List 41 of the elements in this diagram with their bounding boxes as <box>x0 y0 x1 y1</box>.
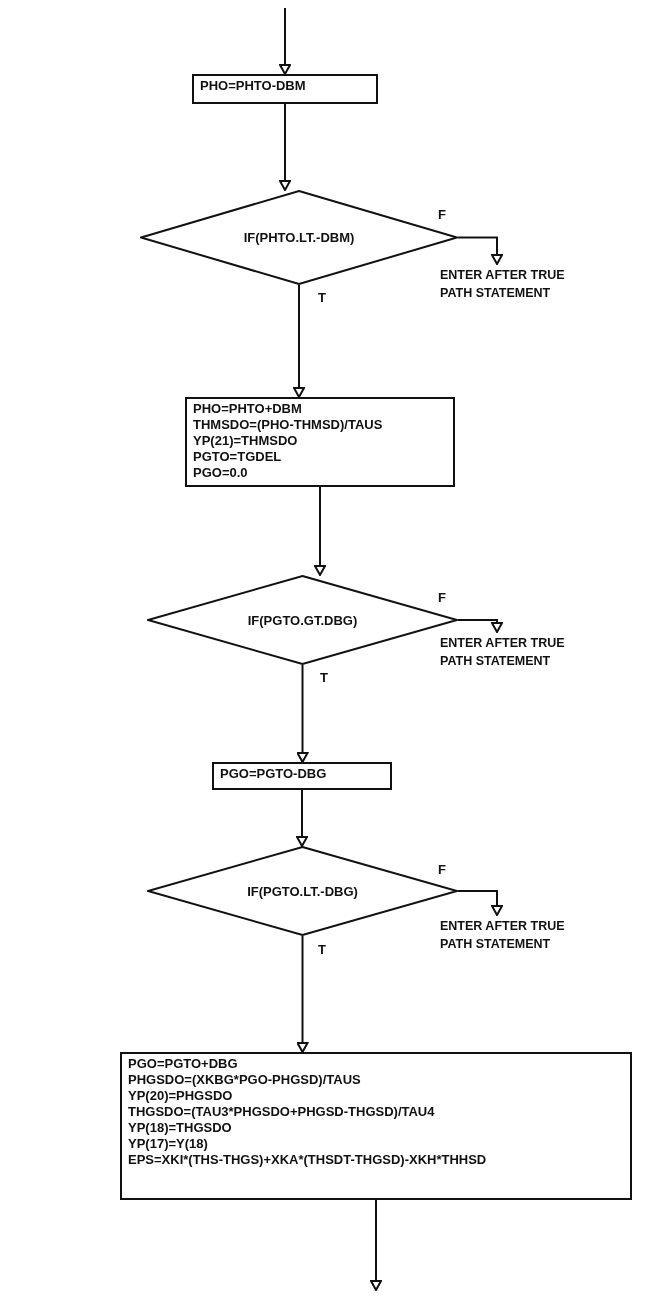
condition-text: IF(PGTO.LT.-DBG) <box>247 883 358 899</box>
edge-label: T <box>318 670 330 685</box>
edge-label: F <box>436 207 448 222</box>
condition-text: IF(PGTO.GT.DBG) <box>247 612 358 628</box>
edge-label: F <box>436 590 448 605</box>
edge-label: T <box>316 290 328 305</box>
arrow <box>457 236 503 265</box>
process-box <box>212 762 392 790</box>
condition-text: IF(PHTO.LT.-DBM) <box>243 230 355 245</box>
statement-text: YP(17)=Y(18) <box>128 1136 209 1152</box>
statement-text: PHGSDO=(XKBG*PGO-PHGSD)/TAUS <box>128 1072 362 1088</box>
statement-text: PHO=PHTO-DBM <box>200 78 307 94</box>
arrow <box>296 664 309 763</box>
process-box <box>120 1052 632 1200</box>
edge-label: T <box>316 942 328 957</box>
arrow <box>314 486 326 576</box>
edge-label: F <box>436 862 448 877</box>
arrow <box>279 103 291 191</box>
statement-text: PGO=PGTO-DBG <box>220 766 328 782</box>
statement-text: EPS=XKI*(THS-THGS)+XKA*(THSDT-THGSD)-XKH*THHSD <box>128 1152 488 1168</box>
statement-text: YP(20)=PHGSDO <box>128 1088 234 1104</box>
statement-text: THMSDO=(PHO-THMSD)/TAUS <box>193 417 384 433</box>
arrow <box>370 1199 382 1291</box>
statement-text: YP(21)=THMSDO <box>193 433 299 449</box>
process-box <box>192 74 378 104</box>
statement-text: PGTO=TGDEL <box>193 449 283 465</box>
arrow <box>457 619 503 633</box>
note-text: ENTER AFTER TRUE PATH STATEMENT <box>440 634 590 674</box>
process-box <box>185 397 455 487</box>
statement-text: PGO=PGTO+DBG <box>128 1056 239 1072</box>
statement-text: YP(18)=THGSDO <box>128 1120 233 1136</box>
arrow <box>296 935 309 1053</box>
note-text: ENTER AFTER TRUE PATH STATEMENT <box>440 917 590 957</box>
note-text: ENTER AFTER TRUE PATH STATEMENT <box>440 266 590 306</box>
statement-text: PHO=PHTO+DBM <box>193 401 303 417</box>
arrow <box>279 7 291 75</box>
arrow <box>293 284 305 398</box>
statement-text: PGO=0.0 <box>193 465 249 481</box>
arrow <box>457 890 503 916</box>
arrow <box>296 789 308 847</box>
statement-text: THGSDO=(TAU3*PHGSDO+PHGSD-THGSD)/TAU4 <box>128 1104 436 1120</box>
